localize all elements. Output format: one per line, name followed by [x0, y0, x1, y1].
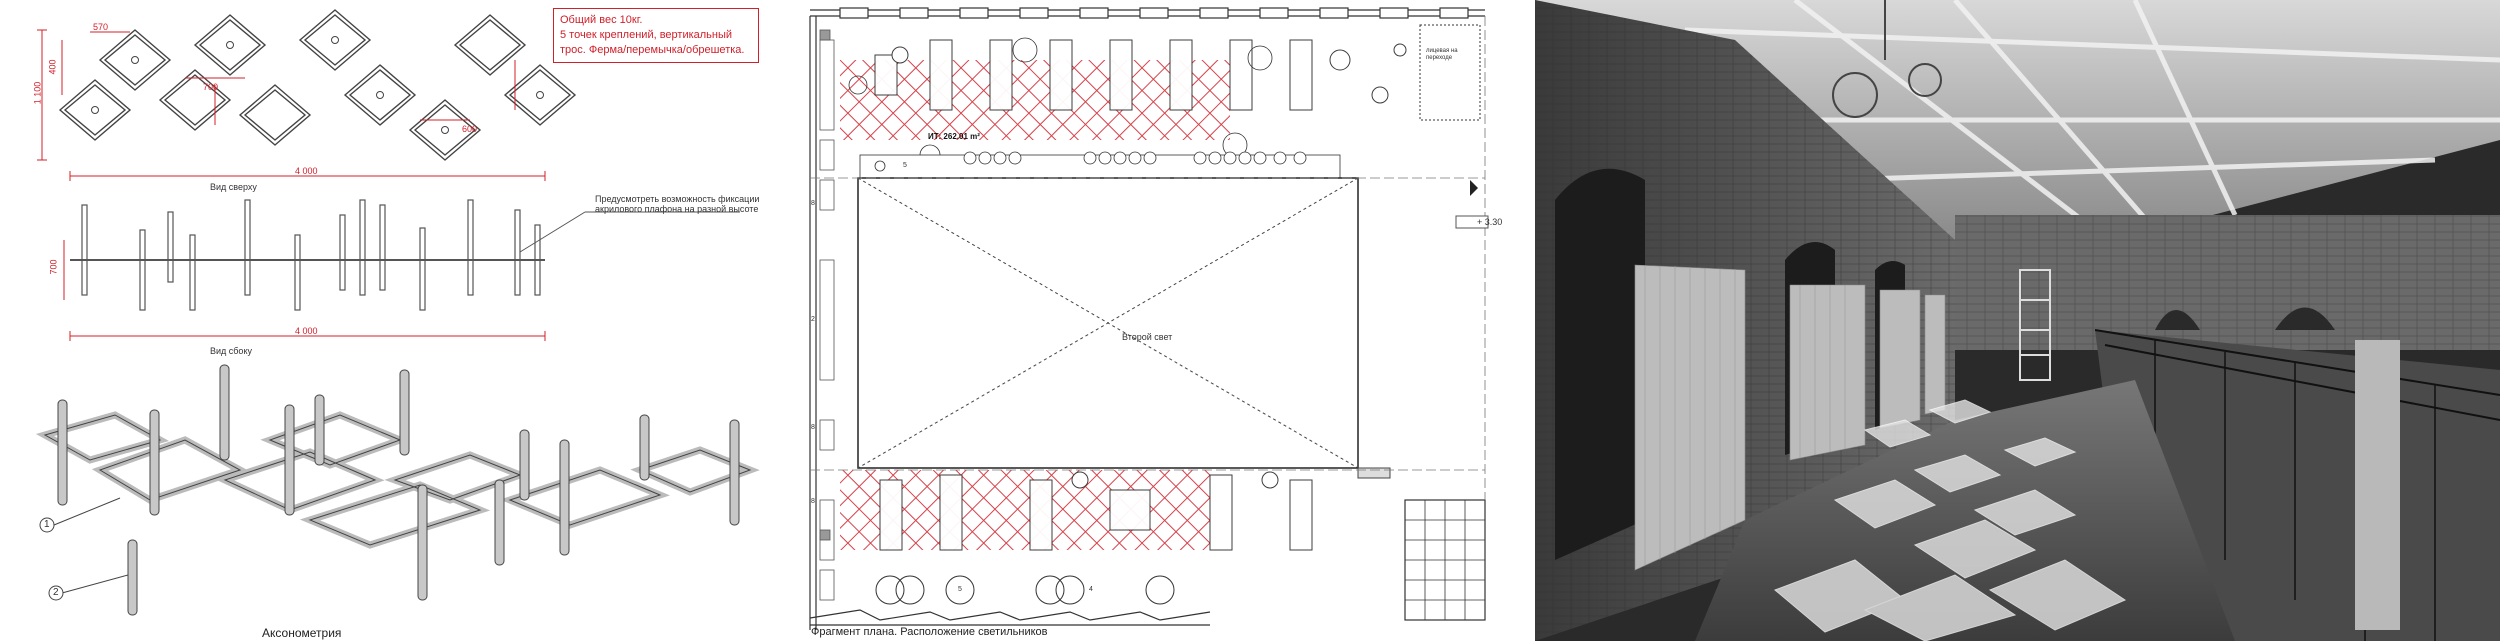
axis-mark-3: 8: [811, 424, 815, 431]
side-note: Предусмотреть возможность фиксации акрил…: [595, 194, 759, 214]
dim-width-top: 4 000: [295, 166, 318, 176]
fixture-drawing-panel: 570 400 1 100 700 600 4 000 Вид сверху П…: [0, 0, 780, 641]
interior-photo: [1535, 0, 2500, 641]
note-line-1: Общий вес 10кг.: [560, 14, 643, 26]
note-line-3: трос. Ферма/перемычка/обрешетка.: [560, 44, 745, 56]
table-number-3: 4: [1089, 586, 1093, 593]
corner-note: лицевая на переходе: [1426, 48, 1458, 62]
dim-small-b: 600: [462, 124, 478, 134]
side-note-line-2: акрилового плафона на разной высоте: [595, 204, 759, 214]
axis-mark-2: 2: [811, 316, 815, 323]
side-view-drawing: [70, 199, 740, 311]
plan-caption: Фрагмент плана. Расположение светильнико…: [811, 626, 1048, 638]
dim-side-height: 700: [48, 259, 59, 275]
corner-note-line-1: лицевая на: [1426, 48, 1458, 54]
note-line-2: 5 точек креплений, вертикальный: [560, 29, 733, 41]
dim-height: 1 100: [32, 81, 43, 105]
corner-note-line-2: переходе: [1426, 55, 1453, 61]
side-view-label: Вид сбоку: [210, 346, 252, 356]
interior-photo-illustration: [1535, 0, 2500, 641]
level-mark: + 3.30: [1477, 217, 1503, 227]
area-label: ИТ: 262.01 m²: [928, 132, 980, 141]
fixture-drawing: [35, 9, 760, 616]
axis-mark-1: 8: [811, 200, 815, 207]
callout-1: 1: [44, 519, 50, 530]
axis-mark-4: 8: [811, 498, 815, 505]
dim-small-a: 700: [203, 82, 219, 92]
top-view-drawing: [58, 9, 577, 161]
dim-cell-side: 400: [47, 59, 58, 75]
void-label: Второй свет: [1122, 332, 1173, 342]
callout-2: 2: [53, 587, 59, 598]
top-view-label: Вид сверху: [210, 182, 257, 192]
side-note-line-1: Предусмотреть возможность фиксации: [595, 194, 760, 204]
dim-width-side: 4 000: [295, 326, 318, 336]
weight-note-box: Общий вес 10кг. 5 точек креплений, верти…: [553, 8, 759, 63]
light-grid-upper: [840, 60, 1230, 140]
axonometry-label: Аксонометрия: [262, 626, 342, 640]
floor-plan-drawing: [809, 7, 1489, 630]
floor-plan-panel: + 3.30 ИТ: 262.01 m² Второй свет лицевая…: [780, 0, 1535, 641]
dim-cell-top: 570: [93, 22, 109, 32]
table-number-2: 5: [958, 586, 962, 593]
table-number-1: 5: [903, 162, 907, 169]
axonometry-drawing: [35, 364, 760, 616]
